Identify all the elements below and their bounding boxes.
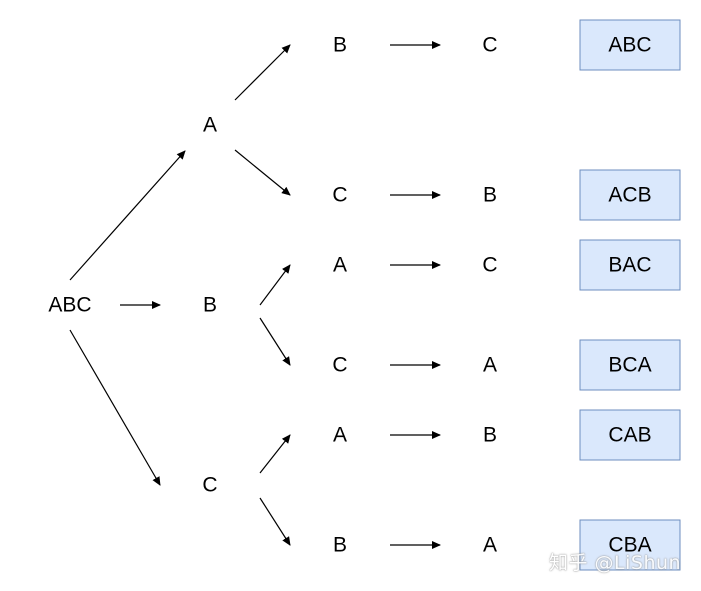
edge-root-c [69, 329, 161, 486]
node-root: ABC [48, 294, 91, 317]
edge-c-cb [259, 497, 291, 546]
edge-root-a [69, 150, 186, 281]
result-box: BCA [579, 339, 681, 391]
result-label: BCA [608, 354, 651, 377]
edges [69, 41, 441, 549]
result-label: ABC [608, 34, 651, 57]
node-bc: C [332, 354, 347, 377]
node-c: C [202, 474, 217, 497]
edge-a-ab [234, 44, 291, 101]
result-label: CBA [608, 534, 651, 557]
node-a: A [203, 114, 217, 137]
result-box: CAB [579, 409, 681, 461]
node-acb: B [483, 184, 497, 207]
node-abc: C [482, 34, 497, 57]
node-cab: B [483, 424, 497, 447]
result-box: CBA [579, 519, 681, 571]
node-cba: A [483, 534, 497, 557]
node-b: B [203, 294, 217, 317]
watermark: 知乎 @LiShun [549, 552, 682, 574]
edge-c-ca [259, 434, 291, 474]
result-boxes: ABC ACB BAC BCA CAB CBA [579, 19, 681, 571]
node-ca: A [333, 424, 347, 447]
edge-b-bc [259, 317, 291, 366]
result-box: ABC [579, 19, 681, 71]
node-cb: B [333, 534, 347, 557]
result-label: BAC [608, 254, 651, 277]
node-ac: C [332, 184, 347, 207]
node-ba: A [333, 254, 347, 277]
node-bac: C [482, 254, 497, 277]
result-box: ACB [579, 169, 681, 221]
edge-a-ac [234, 149, 291, 196]
result-label: CAB [608, 424, 651, 447]
result-label: ACB [608, 184, 651, 207]
node-labels: ABC A B C B C A C A B C B C A B A [48, 34, 497, 557]
result-box: BAC [579, 239, 681, 291]
node-bca: A [483, 354, 497, 377]
edge-b-ba [259, 264, 291, 306]
node-ab: B [333, 34, 347, 57]
